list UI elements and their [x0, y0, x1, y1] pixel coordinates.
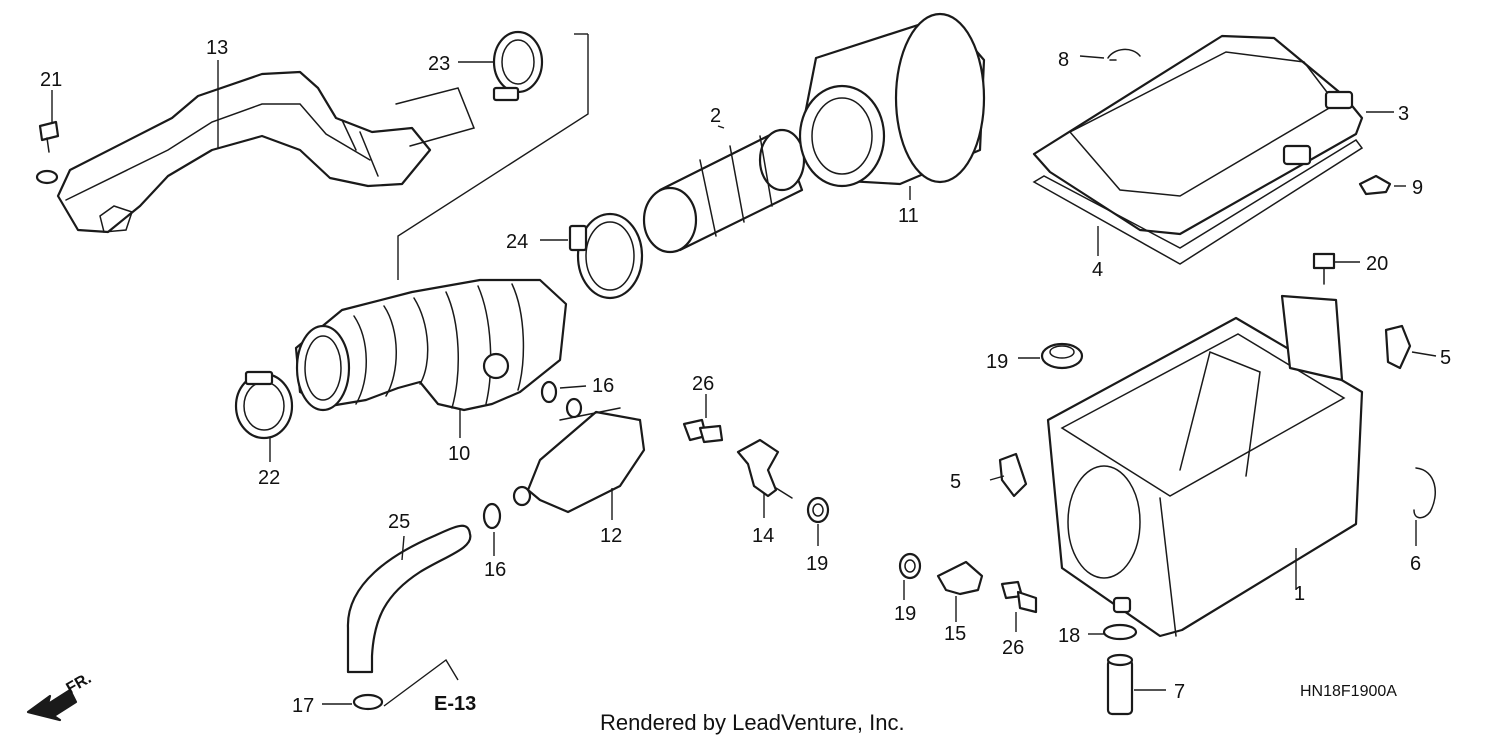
part-2-element-holder [642, 128, 806, 254]
callout-13: 13 [206, 37, 228, 59]
callout-4: 4 [1092, 259, 1103, 281]
part-24-band [568, 212, 644, 300]
callout-1: 1 [1294, 583, 1305, 605]
part-1-air-cleaner-case [1046, 294, 1364, 638]
callout-16-upper: 16 [592, 375, 614, 397]
callout-3: 3 [1398, 103, 1409, 125]
part-8-clip [1107, 48, 1141, 61]
part-25-drain-hose [346, 524, 472, 674]
callout-26-lower: 26 [1002, 637, 1024, 659]
part-17-clip [352, 693, 384, 711]
section-reference: E-13 [434, 693, 476, 715]
part-7-drain-plug [1106, 653, 1134, 716]
callout-19-lower: 19 [894, 603, 916, 625]
callout-24: 24 [506, 231, 528, 253]
callout-8: 8 [1058, 49, 1069, 71]
drawing-code: HN18F1900A [1300, 683, 1397, 700]
part-26-bolt-upper [682, 418, 724, 444]
part-6-seal [1413, 467, 1437, 519]
part-26-bolt-lower [1000, 580, 1038, 614]
callout-23: 23 [428, 53, 450, 75]
callout-15: 15 [944, 623, 966, 645]
part-20-bolt [1312, 252, 1336, 285]
callout-11: 11 [898, 205, 919, 227]
callout-22: 22 [258, 467, 280, 489]
part-16-clip-upper [540, 380, 558, 404]
part-4-gasket [1032, 139, 1364, 265]
callout-numbers: 1 2 3 4 5 5 6 7 8 9 10 11 12 13 14 15 16… [40, 37, 1451, 717]
render-credit: Rendered by LeadVenture, Inc. [600, 710, 905, 735]
callout-21: 21 [40, 69, 62, 91]
callout-5-left: 5 [950, 471, 961, 493]
callout-26-upper: 26 [692, 373, 714, 395]
part-10-connecting-tube [294, 278, 568, 412]
part-18-clip [1102, 623, 1138, 641]
part-5-clip-left [998, 452, 1028, 498]
callout-19-upper: 19 [986, 351, 1008, 373]
part-13-intake-duct [35, 70, 476, 234]
callout-6: 6 [1410, 553, 1421, 575]
part-9-clip [1358, 174, 1392, 196]
callout-25: 25 [388, 511, 410, 533]
part-5-clip-right [1384, 324, 1412, 370]
part-14-stay [736, 438, 793, 499]
callout-20: 20 [1366, 253, 1388, 275]
front-direction-marker: FR. [26, 670, 94, 722]
part-19-grommet-lower [898, 552, 922, 580]
part-11-air-cleaner-element [798, 12, 986, 188]
callout-16-lower: 16 [484, 559, 506, 581]
part-15-stay [936, 560, 984, 596]
callout-2: 2 [710, 105, 721, 127]
callout-19-middle: 19 [806, 553, 828, 575]
callout-18: 18 [1058, 625, 1080, 647]
leader-lines [51, 33, 1437, 707]
callout-5-right: 5 [1440, 347, 1451, 369]
part-19-grommet-upper [1040, 342, 1084, 370]
part-12-drain-chamber [512, 397, 646, 514]
callout-14: 14 [752, 525, 774, 547]
part-3-case-cover [1032, 34, 1364, 236]
callout-9: 9 [1412, 177, 1423, 199]
callout-12: 12 [600, 525, 622, 547]
callout-7: 7 [1174, 681, 1185, 703]
part-16-clip-lower [482, 502, 502, 530]
part-19-grommet-middle [806, 496, 830, 524]
part-21-bolt [38, 120, 60, 153]
part-22-band [234, 370, 294, 440]
callout-10: 10 [448, 443, 470, 465]
part-23-band [492, 30, 544, 102]
callout-17: 17 [292, 695, 314, 717]
